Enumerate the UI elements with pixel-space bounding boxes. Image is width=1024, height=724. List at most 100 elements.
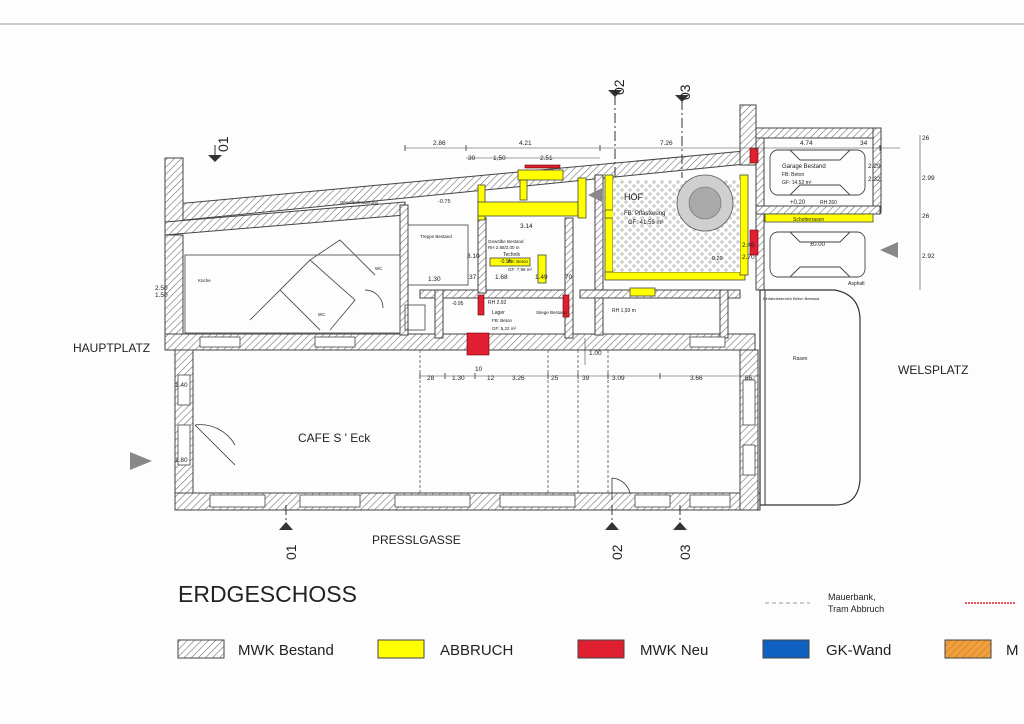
gewoelbe-mauerung: Gewölbemauerung <box>340 200 379 205</box>
dim-149: 1.49 <box>535 274 548 281</box>
dim-26a: 26 <box>922 135 930 142</box>
level-0: ±0.00 <box>810 242 826 248</box>
technik-floor: FB: Beton <box>508 259 529 264</box>
dim-70: 70 <box>565 274 573 281</box>
technik-name: Technik <box>503 252 520 258</box>
section-03-top: 03 <box>677 84 693 100</box>
legend: Mauerbank, Tram Abbruch MWK Bestand ABBR… <box>177 592 1019 659</box>
garage-area: GF: 14,52 m² <box>782 180 812 186</box>
kueche-label: Küche <box>198 278 211 283</box>
street-presslgasse: PRESSLGASSE <box>372 533 461 547</box>
dim-row-25: 25 <box>551 375 559 382</box>
dim-299: 2.99 <box>922 175 935 182</box>
legend-gk-wand: GK-Wand <box>826 642 891 659</box>
level-075: -0.75 <box>438 199 451 205</box>
dimension-ticks <box>404 145 881 379</box>
dim-292: 2.92 <box>922 253 935 260</box>
lager-rh: RH 2.92 <box>488 300 507 306</box>
lager-level: -0.95 <box>452 301 464 307</box>
lager-area: GF: 5,22 m² <box>492 326 517 331</box>
dim-top-b: 4.21 <box>519 140 532 147</box>
dim-sub-c: 2.51 <box>540 155 553 162</box>
garage-name: Garage Bestand <box>782 164 826 170</box>
plan-title: ERDGESCHOSS <box>178 581 357 607</box>
technik-area: GF: 7,96 m² <box>508 267 533 272</box>
gewoelbe-label: Gewölbe Bestand <box>488 239 524 244</box>
legend-mwk-bestand: MWK Bestand <box>238 642 334 659</box>
legend-mauerbank: Mauerbank, <box>828 592 876 602</box>
section-03-bottom: 03 <box>677 544 693 560</box>
dim-sub-b: 1,50 <box>493 155 506 162</box>
street-welsplatz: WELSPLATZ <box>898 363 968 377</box>
dim-row-10: 10 <box>475 366 483 373</box>
asphalt-label: Asphalt <box>848 281 865 287</box>
section-labels: 01 01 02 02 03 03 <box>215 79 693 560</box>
dim-top-c: 7.26 <box>660 140 673 147</box>
dim-229: 2.29 <box>868 163 881 170</box>
dimension-labels: 2.86 4.21 7.26 4.74 34 30 1,50 2.51 3.14… <box>155 135 935 464</box>
dim-180: 1.80 <box>175 457 188 464</box>
dim-100: 1.00 <box>589 350 602 357</box>
legend-swatch-mwk-neu <box>577 639 625 659</box>
dim-sub-a: 30 <box>468 155 476 162</box>
existing-walls <box>164 104 882 511</box>
hof-floor: FB: Pflasterung <box>624 211 665 217</box>
legend-cut: M <box>1006 642 1019 659</box>
cafe-room <box>194 350 631 500</box>
lager-floor: FB: Beton <box>492 318 513 323</box>
dim-top-d: 4.74 <box>800 140 813 147</box>
stiege-label: Stiege Bestand <box>536 310 567 315</box>
rasen-label: Rasen <box>793 356 808 362</box>
garage-cars <box>769 149 866 278</box>
dim-168: 1.68 <box>495 274 508 281</box>
new-masonry <box>466 147 759 356</box>
dim-row-309: 3.09 <box>612 375 625 382</box>
legend-tram: Tram Abbruch <box>828 604 884 614</box>
section-02-top: 02 <box>611 79 627 95</box>
dim-26b: 26 <box>922 213 930 220</box>
dim-270: 2.70 <box>742 254 755 261</box>
garage-floor: FB: Beton <box>782 172 804 178</box>
dim-row-66: 66 <box>745 375 753 382</box>
room-cafe: CAFE S ' Eck <box>298 431 371 445</box>
legend-swatch-mwk-bestand <box>177 639 225 659</box>
lawn-area <box>759 289 861 506</box>
kitchen-wc <box>184 224 469 334</box>
dim-row-130: 1.30 <box>452 375 465 382</box>
lager-name: Lager <box>492 310 505 316</box>
treppe-label: Treppe Bestand <box>420 234 452 239</box>
dim-row-12: 12 <box>487 375 495 382</box>
dim-314: 3.14 <box>520 223 533 230</box>
dim-top-a: 2.86 <box>433 140 446 147</box>
street-hauptplatz: HAUPTPLATZ <box>73 341 150 355</box>
dimension-lines <box>405 135 921 377</box>
dim-row-28: 28 <box>427 375 435 382</box>
dim-140: 1.40 <box>175 382 188 389</box>
technik-level: -0.95 <box>500 259 512 265</box>
section-arrows <box>208 90 689 530</box>
dim-130v: 1.30 <box>428 276 441 283</box>
plan-labels: HAUPTPLATZ WELSPLATZ PRESSLGASSE CAFE S … <box>73 164 968 547</box>
dim-246: 2.46 <box>742 242 755 249</box>
tree-canopy-icon <box>688 186 722 220</box>
section-01-top: 01 <box>215 136 231 152</box>
dim-row-326: 3.26 <box>512 375 525 382</box>
legend-abbruch: ABBRUCH <box>440 642 513 659</box>
dim-row-366: 3.66 <box>690 375 703 382</box>
dim-250: 2.50 <box>155 285 168 292</box>
legend-swatch-gk-wand <box>762 639 810 659</box>
garage-rh: RH 260 <box>820 200 837 206</box>
rh-193: RH 1,93 m <box>612 308 636 314</box>
gewoelbe-rh: RH 2.88/2.00 m <box>488 245 520 250</box>
dim-top-e: 34 <box>860 140 868 147</box>
garage-level: +0.20 <box>790 200 806 206</box>
hof-area: GF: 41,55 m² <box>628 220 663 226</box>
dim-232: 2.32 <box>868 176 881 183</box>
legend-mwk-neu: MWK Neu <box>640 642 708 659</box>
wc2-label: WC <box>375 266 383 271</box>
legend-swatch-orange <box>944 639 992 659</box>
dim-37: 37 <box>469 274 477 281</box>
dim-150: 1.50 <box>155 292 168 299</box>
